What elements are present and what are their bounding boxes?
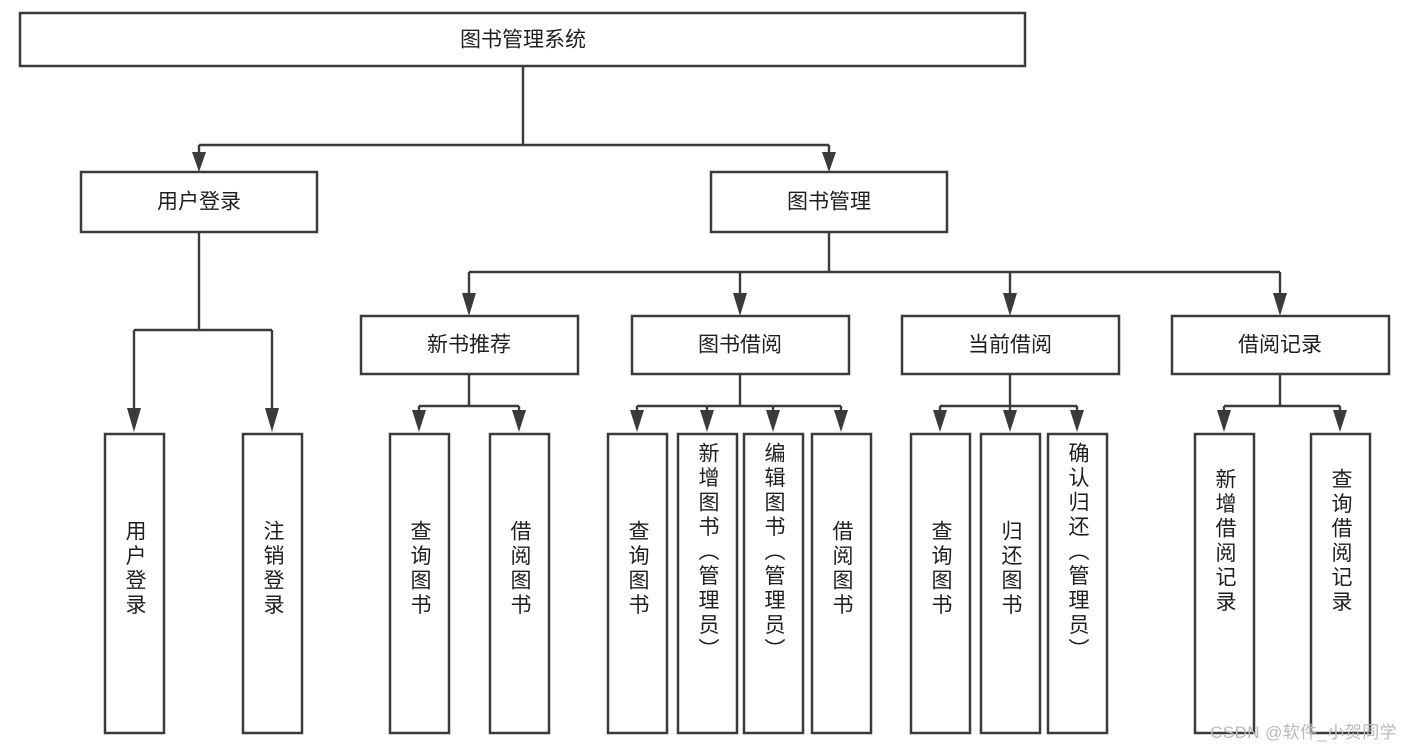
arrow-l3b-leaf1	[630, 410, 644, 432]
arrow-userlogin-leaf2	[265, 408, 279, 432]
arrow-bookmgmt-to-l3d	[1273, 293, 1287, 316]
leaf-box-user-login-1[interactable]	[103, 432, 166, 735]
node-root-box[interactable]	[18, 11, 1027, 68]
node-book-management-label: 图书管理	[787, 191, 871, 214]
arrow-l3d-leaf1	[1217, 410, 1231, 432]
node-book-borrow[interactable]: 图书借阅	[630, 314, 851, 376]
node-new-book-recommend-box[interactable]	[359, 314, 580, 376]
node-root-label: 图书管理系统	[460, 29, 586, 52]
arrow-userlogin-leaf1	[127, 408, 141, 432]
node-book-borrow-label: 图书借阅	[698, 334, 782, 357]
node-current-borrow-box[interactable]	[900, 314, 1121, 376]
arrow-l3a-leaf1	[412, 410, 426, 432]
connectors	[127, 66, 1347, 432]
leaf-box-user-login-2[interactable]	[241, 432, 304, 735]
arrow-bookmgmt-to-l3b	[733, 293, 747, 316]
node-current-borrow-label: 当前借阅	[968, 334, 1052, 357]
leaf-box-recommend-1[interactable]	[388, 432, 451, 735]
arrow-l3c-leaf1	[933, 410, 947, 432]
node-borrow-record-box[interactable]	[1170, 314, 1391, 376]
leaf-box-borrow-4[interactable]	[810, 432, 873, 735]
arrow-l3c-leaf3	[1070, 410, 1084, 432]
node-user-login-box[interactable]	[79, 170, 319, 234]
node-new-book-recommend[interactable]: 新书推荐	[359, 314, 580, 376]
leaf-box-current-2[interactable]	[979, 432, 1042, 735]
node-borrow-record[interactable]: 借阅记录	[1170, 314, 1391, 376]
leaf-box-record-2[interactable]	[1309, 432, 1372, 735]
node-book-management[interactable]: 图书管理	[709, 170, 949, 234]
leaf-box-current-1[interactable]	[909, 432, 972, 735]
node-book-management-box[interactable]	[709, 170, 949, 234]
arrow-l3c-leaf2	[1003, 410, 1017, 432]
leaf-box-borrow-3[interactable]	[742, 432, 805, 735]
arrow-l3b-leaf2	[700, 410, 714, 432]
node-current-borrow[interactable]: 当前借阅	[900, 314, 1121, 376]
leaf-box-borrow-2[interactable]	[676, 432, 739, 735]
node-user-login-label: 用户登录	[157, 191, 241, 214]
leaf-box-recommend-2[interactable]	[488, 432, 551, 735]
leaf-box-borrow-1[interactable]	[606, 432, 669, 735]
arrow-l3d-leaf2	[1333, 410, 1347, 432]
arrow-bookmgmt-to-l3a	[462, 293, 476, 316]
node-new-book-recommend-label: 新书推荐	[427, 334, 511, 357]
arrow-root-to-bookmgmt	[822, 152, 836, 172]
arrow-l3a-leaf2	[512, 410, 526, 432]
arrow-root-to-userlogin	[192, 152, 206, 172]
arrow-l3b-leaf4	[834, 410, 848, 432]
node-book-borrow-box[interactable]	[630, 314, 851, 376]
leaf-boxes	[103, 432, 1372, 735]
node-root[interactable]: 图书管理系统	[18, 11, 1027, 68]
leaf-box-record-1[interactable]	[1193, 432, 1256, 735]
node-user-login[interactable]: 用户登录	[79, 170, 319, 234]
arrow-l3b-leaf3	[766, 410, 780, 432]
node-borrow-record-label: 借阅记录	[1238, 334, 1322, 357]
leaf-box-current-3[interactable]	[1046, 432, 1109, 735]
arrow-bookmgmt-to-l3c	[1003, 293, 1017, 316]
